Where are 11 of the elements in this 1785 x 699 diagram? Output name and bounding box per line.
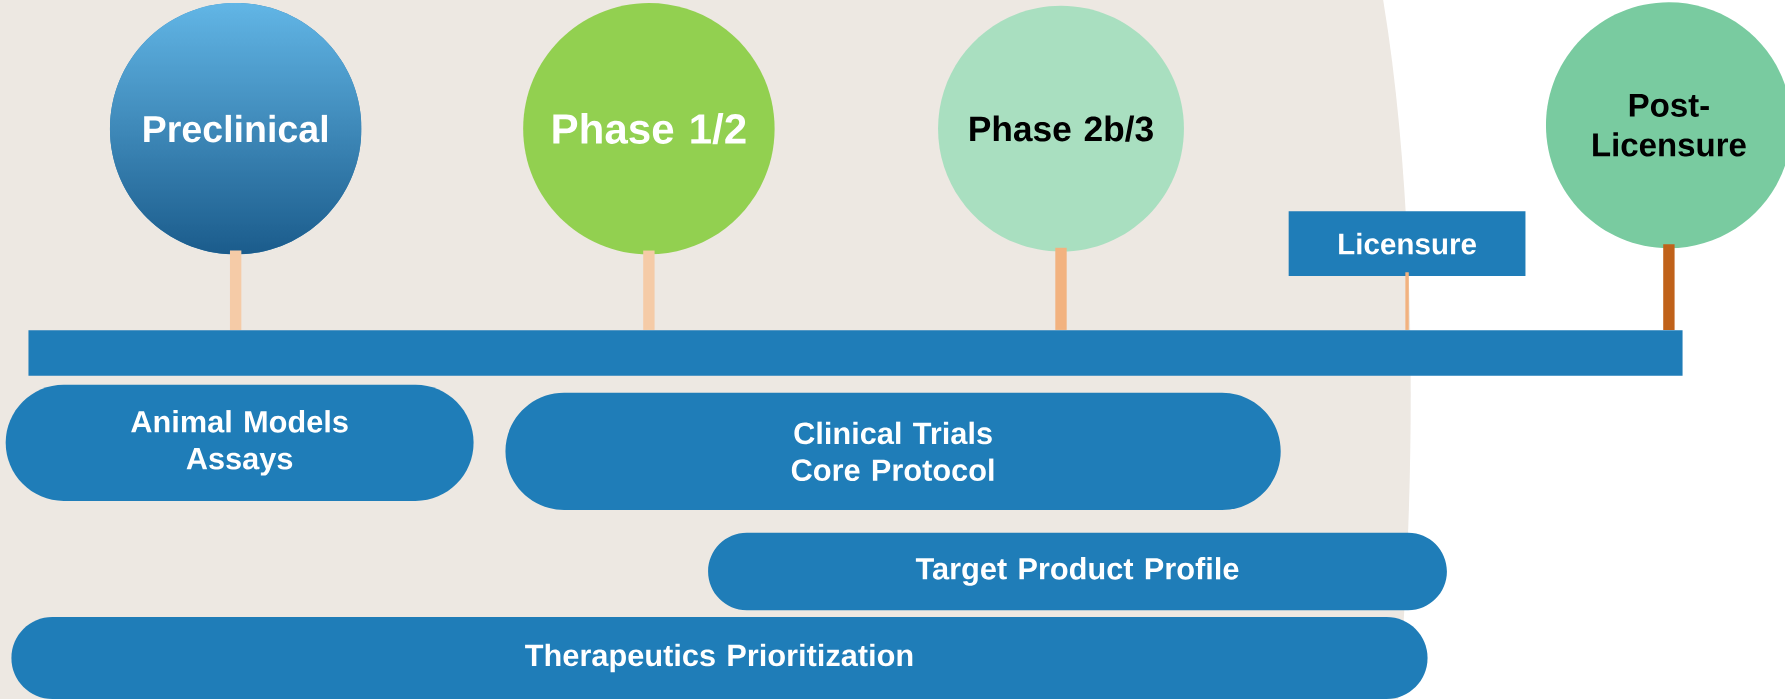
connector-line — [643, 250, 655, 330]
connector-line — [1055, 247, 1067, 330]
timeline-bar — [28, 330, 1683, 376]
rounded-bar: Therapeutics Prioritization — [11, 617, 1428, 699]
connector-line — [229, 250, 242, 330]
connector-line — [1405, 272, 1409, 330]
label-box: Licensure — [1288, 211, 1526, 277]
rounded-bar: Clinical Trials Core Protocol — [505, 392, 1281, 510]
connector-line — [1663, 244, 1675, 330]
rounded-bar: Animal Models Assays — [5, 384, 474, 501]
rounded-bar: Target Product Profile — [708, 532, 1447, 611]
